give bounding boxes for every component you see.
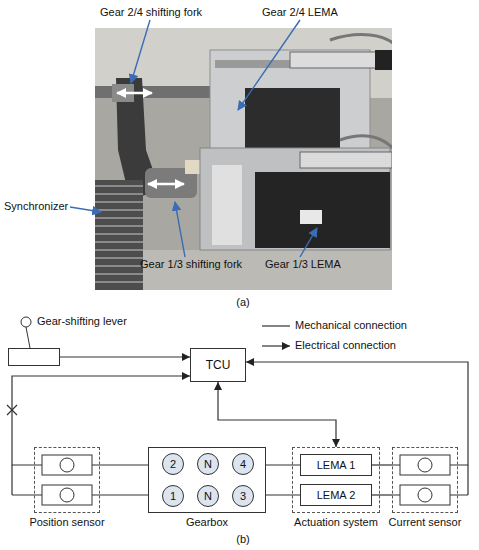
node-text: TCU — [191, 359, 245, 372]
electrical-connection — [60, 356, 190, 357]
circle-outline — [198, 454, 219, 475]
motion-arrow — [117, 92, 152, 95]
synchronizer-gear — [95, 180, 143, 290]
block-caption: Current sensor — [389, 516, 462, 529]
gear-circle: N — [197, 485, 219, 507]
part-label: Gear 1/3 shifting fork — [140, 258, 242, 271]
leader-line — [175, 202, 185, 257]
gear-circle: 3 — [232, 485, 254, 507]
electrical-connection — [218, 382, 336, 447]
lever-box: Gear-shifting lever — [8, 348, 60, 366]
lever-stick — [26, 327, 30, 348]
block-caption: Gearbox — [186, 516, 228, 529]
sensor-group: Position sensor — [34, 447, 100, 513]
part-label: Gear 1/3 LEMA — [265, 258, 341, 271]
sensor-box — [400, 485, 450, 505]
circle-outline — [233, 454, 254, 475]
panel-label: (b) — [236, 533, 249, 546]
cross-mark — [7, 405, 17, 415]
actuator-group: Actuation systemLEMA 1LEMA 2 — [292, 447, 380, 513]
circle-outline — [163, 486, 184, 507]
panel-label: (a) — [236, 296, 249, 309]
gear-circle: 2 — [162, 453, 184, 475]
leader-line — [238, 20, 300, 110]
legend-sample — [262, 345, 290, 346]
mechanical-connection — [100, 464, 148, 465]
electrical-connection — [12, 376, 190, 465]
mechanical-connection — [372, 494, 392, 495]
mechanical-connection — [100, 494, 148, 495]
block-caption: Actuation system — [294, 516, 378, 529]
node-text: 3 — [232, 490, 254, 503]
sensor-box — [400, 455, 450, 475]
circle-outline — [163, 454, 184, 475]
node-text: 2 — [162, 458, 184, 471]
sensor-elements — [42, 455, 450, 505]
gear-circle: N — [197, 453, 219, 475]
block-caption: Position sensor — [29, 516, 104, 529]
part-label: Gear 2/4 shifting fork — [100, 6, 202, 19]
control-unit-box: TCU — [190, 348, 246, 382]
callout-arrows — [70, 20, 317, 257]
gearbox-box: Gearbox2N41N3 — [148, 447, 266, 513]
gear-teeth — [95, 186, 143, 282]
cable — [330, 35, 392, 45]
leader-line — [300, 228, 317, 257]
photo-background — [95, 28, 392, 290]
lever-knob — [21, 317, 31, 327]
node-text: N — [197, 458, 219, 471]
mechanical-connection — [372, 464, 392, 465]
sensor-box — [42, 455, 92, 475]
electrical-connection — [246, 362, 468, 465]
actuator-cylinder — [255, 172, 390, 248]
node-text: LEMA 2 — [301, 489, 371, 502]
actuator-box: LEMA 2 — [300, 484, 372, 506]
photo — [95, 28, 392, 290]
cable — [340, 136, 392, 150]
circle-outline — [198, 486, 219, 507]
legend-text: Mechanical connection — [295, 319, 407, 332]
node-text: 1 — [162, 490, 184, 503]
sensor-group: Current sensor — [392, 447, 458, 513]
leader-line — [131, 20, 150, 83]
sensor-symbol — [418, 458, 432, 472]
legend-sample — [262, 325, 290, 326]
part-label: Gear 2/4 LEMA — [262, 6, 338, 19]
actuator-bracket — [300, 210, 322, 224]
sensor-symbol — [60, 488, 74, 502]
legend-text: Electrical connection — [295, 339, 396, 352]
circle-outline — [233, 486, 254, 507]
node-text: 4 — [232, 458, 254, 471]
node-text: N — [197, 490, 219, 503]
part-label: Synchronizer — [4, 200, 68, 213]
block-caption: Gear-shifting lever — [37, 315, 127, 328]
mechanical-connection — [266, 494, 300, 495]
gear-circle: 1 — [162, 485, 184, 507]
sensor-symbol — [60, 458, 74, 472]
motion-arrow — [148, 183, 184, 186]
mechanical-connection — [266, 464, 300, 465]
actuator-box: LEMA 1 — [300, 454, 372, 476]
gear-circle: 4 — [232, 453, 254, 475]
sensor-symbol — [418, 488, 432, 502]
position-sensor-bar — [300, 152, 392, 168]
leader-line — [70, 207, 101, 212]
node-text: LEMA 1 — [301, 459, 371, 472]
sensor-cap — [375, 50, 392, 70]
sensor-box — [42, 485, 92, 505]
actuator-shaft — [215, 60, 290, 68]
actuator-plate — [212, 165, 242, 245]
